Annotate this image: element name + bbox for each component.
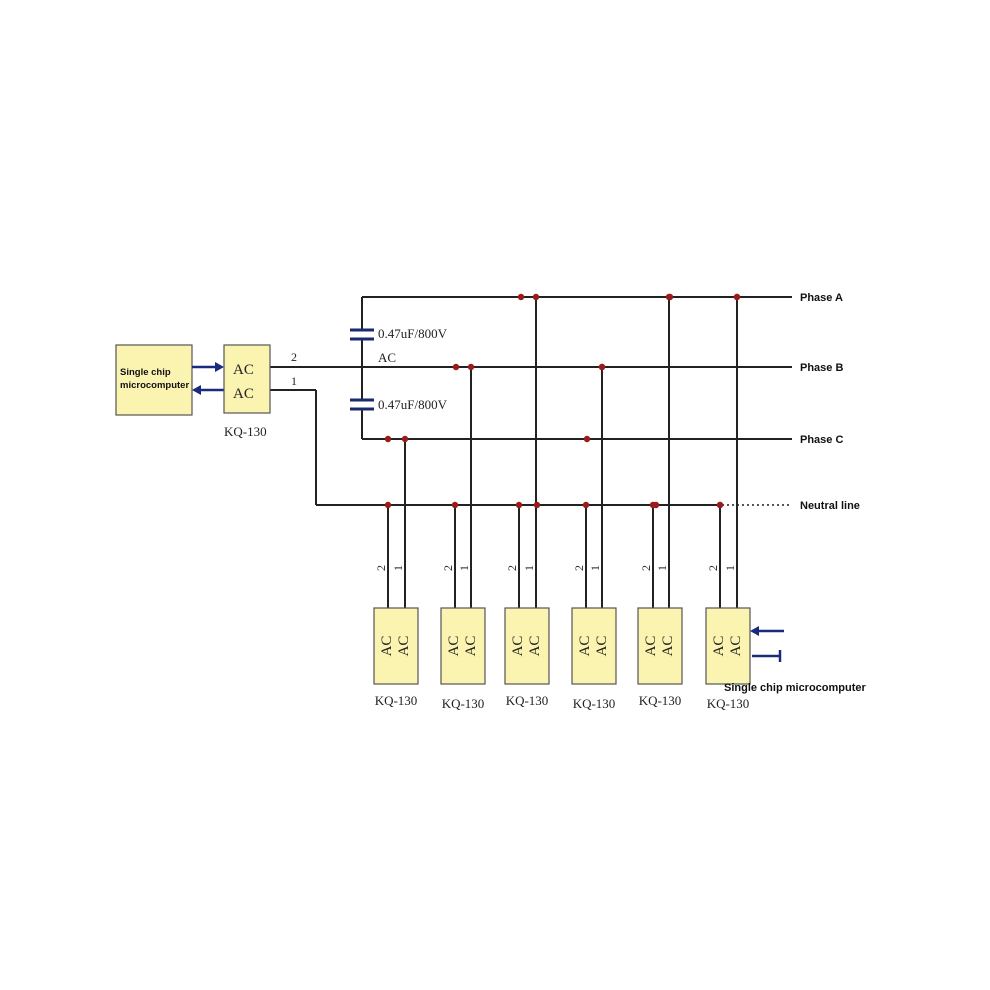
module-pin-label: 2 xyxy=(441,565,455,571)
junction-node xyxy=(666,293,674,301)
capacitor-top-label: 0.47uF/800V xyxy=(378,326,448,341)
output-line-icon xyxy=(752,650,782,662)
junction-node xyxy=(652,501,660,509)
main-module-box xyxy=(223,344,271,414)
main-module-model: KQ-130 xyxy=(224,424,267,439)
module-terminal-1: AC xyxy=(577,636,593,657)
capacitor-bottom-label: 0.47uF/800V xyxy=(378,397,448,412)
module-model-label: KQ-130 xyxy=(506,693,549,708)
module-pin-label: 1 xyxy=(655,565,669,571)
module-model-label: KQ-130 xyxy=(442,696,485,711)
module-pin-label: 2 xyxy=(572,565,586,571)
module-pin-label: 1 xyxy=(522,565,536,571)
module-terminal-2: AC xyxy=(660,636,676,657)
module-terminal-2: AC xyxy=(594,636,610,657)
module-box xyxy=(637,607,683,685)
module-terminal-2: AC xyxy=(527,636,543,657)
module-pin-label: 2 xyxy=(505,565,519,571)
junction-node xyxy=(467,363,475,371)
junction-node xyxy=(401,435,409,443)
junction-node xyxy=(733,293,741,301)
main-pin-upper-label: 2 xyxy=(291,350,297,364)
junction-node xyxy=(515,501,523,509)
junction-node xyxy=(532,293,540,301)
junction-node xyxy=(598,363,606,371)
mcu-left-box xyxy=(115,344,193,416)
junction-node xyxy=(582,501,590,509)
module-terminal-1: AC xyxy=(379,636,395,657)
module-box xyxy=(373,607,419,685)
arrow-left-icon xyxy=(192,385,224,395)
module-terminal-1: AC xyxy=(446,636,462,657)
module-model-label: KQ-130 xyxy=(573,696,616,711)
module-terminal-2: AC xyxy=(396,636,412,657)
phase-c-label: Phase C xyxy=(800,434,843,446)
module-model-label: KQ-130 xyxy=(375,693,418,708)
junction-node xyxy=(452,363,460,371)
junction-node xyxy=(583,435,591,443)
junction-node xyxy=(533,501,541,509)
module-box xyxy=(705,607,751,685)
main-module-terminal-bottom: AC xyxy=(233,386,254,402)
module-box xyxy=(571,607,617,685)
capacitor-top xyxy=(350,328,374,341)
junction-node xyxy=(716,501,724,509)
junction-node xyxy=(384,435,392,443)
phase-b-label: Phase B xyxy=(800,362,843,374)
main-module-terminal-top: AC xyxy=(233,362,254,378)
module-box xyxy=(440,607,486,685)
module-model-label: KQ-130 xyxy=(639,693,682,708)
mcu-left-line2: microcomputer xyxy=(120,380,189,391)
module-pin-label: 1 xyxy=(391,565,405,571)
module-box xyxy=(504,607,550,685)
phase-a-label: Phase A xyxy=(800,292,843,304)
module-terminal-1: AC xyxy=(643,636,659,657)
module-terminal-2: AC xyxy=(728,636,744,657)
module-pin-label: 1 xyxy=(723,565,737,571)
module-pin-label: 1 xyxy=(457,565,471,571)
arrow-in-icon xyxy=(750,626,784,636)
junction-node xyxy=(451,501,459,509)
module-terminal-1: AC xyxy=(510,636,526,657)
mcu-left-line1: Single chip xyxy=(120,367,171,378)
module-terminal-2: AC xyxy=(463,636,479,657)
mcu-right-label: Single chip microcomputer xyxy=(724,682,867,694)
junction-node xyxy=(517,293,525,301)
arrow-right-icon xyxy=(192,362,224,372)
main-pin-lower-label: 1 xyxy=(291,374,297,388)
module-terminal-1: AC xyxy=(711,636,727,657)
module-pin-label: 2 xyxy=(374,565,388,571)
neutral-line-label: Neutral line xyxy=(800,500,860,512)
module-pin-label: 2 xyxy=(639,565,653,571)
capacitor-bottom xyxy=(350,398,374,411)
module-pin-label: 2 xyxy=(706,565,720,571)
junction-node xyxy=(384,501,392,509)
capacitor-ac-label: AC xyxy=(378,350,396,365)
module-pin-label: 1 xyxy=(588,565,602,571)
module-model-label: KQ-130 xyxy=(707,696,750,711)
